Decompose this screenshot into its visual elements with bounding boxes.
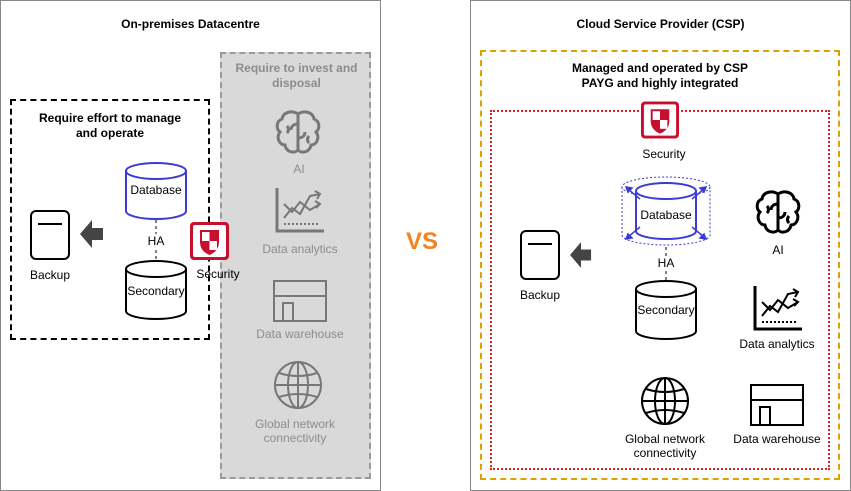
ai-label: AI	[293, 162, 305, 176]
managed-box-title: Managed and operated by CSP PAYG and hig…	[571, 61, 749, 90]
arrow-left-icon	[80, 220, 103, 248]
data-warehouse-icon	[273, 280, 327, 322]
secondary-cylinder	[125, 260, 187, 320]
csp-data-warehouse-label: Data warehouse	[733, 432, 821, 446]
csp-ai-brain-icon	[755, 190, 801, 234]
csp-title: Cloud Service Provider (CSP)	[576, 17, 745, 31]
csp-global-network-label: Global network connectivity	[624, 432, 706, 460]
secondary-label: Secondary	[127, 284, 185, 298]
effort-box-title: Require effort to manage and operate	[38, 111, 182, 140]
vs-label: VS	[406, 228, 439, 255]
backup-server-icon	[30, 210, 70, 260]
data-analytics-icon	[275, 188, 324, 233]
global-network-label: Global network connectivity	[254, 417, 336, 445]
csp-database-scalable-icon	[621, 176, 711, 246]
data-analytics-label: Data analytics	[262, 242, 338, 256]
csp-secondary-label: Secondary	[637, 303, 695, 317]
ai-brain-icon	[275, 110, 321, 154]
database-label: Database	[130, 183, 182, 197]
security-label: Security	[196, 267, 240, 281]
csp-backup-label: Backup	[519, 288, 561, 302]
data-warehouse-label: Data warehouse	[256, 327, 344, 341]
csp-security-label: Security	[642, 147, 686, 161]
effort-box	[10, 99, 210, 340]
csp-globe-icon	[641, 377, 689, 425]
csp-security-shield-icon	[640, 101, 680, 139]
csp-ha-label: HA	[655, 256, 677, 270]
csp-data-analytics-label: Data analytics	[739, 337, 815, 351]
csp-data-analytics-icon	[753, 286, 802, 331]
csp-database-label: Database	[640, 208, 692, 222]
backup-label: Backup	[29, 268, 71, 282]
csp-ai-label: AI	[772, 243, 784, 257]
globe-icon	[274, 361, 322, 409]
csp-data-warehouse-icon	[750, 384, 804, 426]
database-cylinder	[125, 162, 187, 220]
managed-box	[480, 50, 840, 480]
onprem-title: On-premises Datacentre	[121, 17, 260, 31]
invest-box-title: Require to invest and disposal	[235, 61, 358, 90]
csp-arrow-left-icon	[570, 242, 592, 268]
security-shield-icon	[190, 222, 229, 260]
csp-secondary-cylinder	[635, 280, 697, 340]
ha-label: HA	[145, 234, 167, 248]
csp-backup-server-icon	[520, 230, 560, 280]
